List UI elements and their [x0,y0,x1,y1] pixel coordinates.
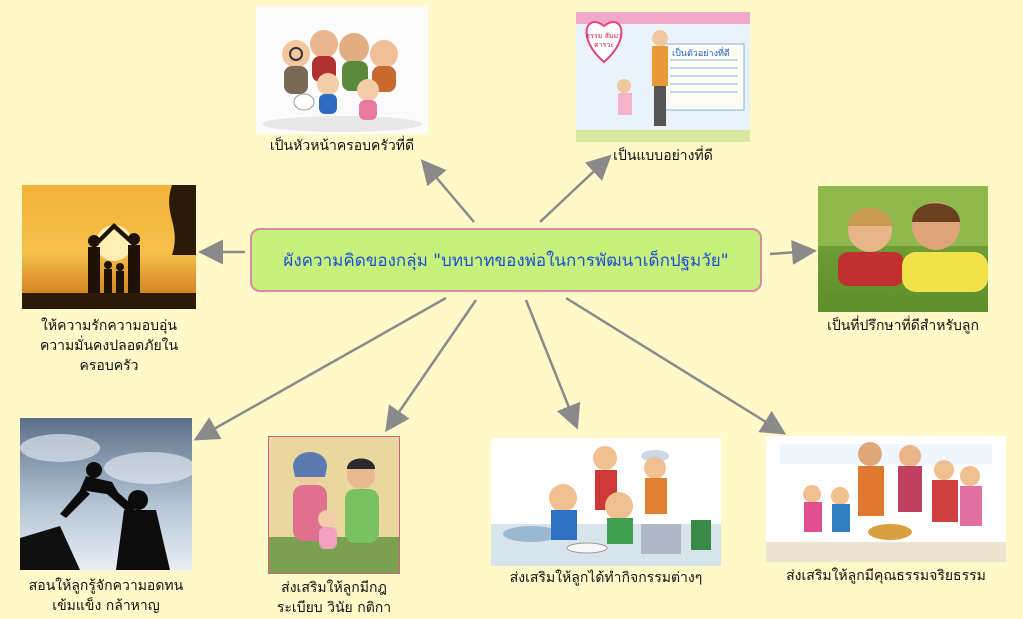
node-teach-line1: สอนให้ลูกรู้จักความอดทน [28,578,184,594]
node-activities: ส่งเสริมให้ลูกได้ทำกิจกรรมต่างๆ [509,570,703,586]
father-lifting-child-image [20,418,192,570]
node-love-line2: ความมั่นคงปลอดภัยใน [39,338,179,354]
family-sitting-image [268,436,400,574]
sunset-family-image [22,185,196,309]
node-rules-line1: ส่งเสริมให้ลูกมีกฎ [281,580,387,596]
node-love-line3: ครอบครัว [79,358,139,374]
arrow-advisor [769,239,817,265]
poster-badge: ธรรม สัมมาคารวะ [585,32,623,49]
node-role-model: เป็นแบบอย่างที่ดี [613,148,713,164]
family-dolls-image [256,6,428,134]
node-rules-line2: ระเบียบ วินัย กติกา [276,600,392,616]
role-model-poster-image: ธรรม สัมมาคารวะ เป็นตัวอย่างที่ดี [576,12,750,142]
father-son-image [818,186,988,312]
central-topic-box: ผังความคิดของกลุ่ม "บทบาทของพ่อในการพัฒน… [250,228,762,292]
node-morals: ส่งเสริมให้ลูกมีคุณธรรมจริยธรรม [786,568,986,584]
arrow-head-of-family [420,159,475,223]
merit-making-image [766,436,1006,562]
node-teach-line2: เข้มแข็ง กล้าหาญ [52,598,160,614]
kids-washing-dishes-image [491,438,721,566]
arrow-role-model [539,154,612,223]
arrow-teach [193,296,447,441]
node-head-of-family: เป็นหัวหน้าครอบครัวที่ดี [269,138,415,154]
poster-title: เป็นตัวอย่างที่ดี [672,49,730,59]
arrow-rules [385,299,478,433]
arrow-activities [524,299,581,430]
node-love-line1: ให้ความรักความอบอุ่น [41,318,177,334]
node-advisor: เป็นที่ปรึกษาที่ดีสำหรับลูก [827,318,979,334]
arrow-morals [565,296,787,435]
central-topic-text: ผังความคิดของกลุ่ม "บทบาทของพ่อในการพัฒน… [283,250,729,271]
